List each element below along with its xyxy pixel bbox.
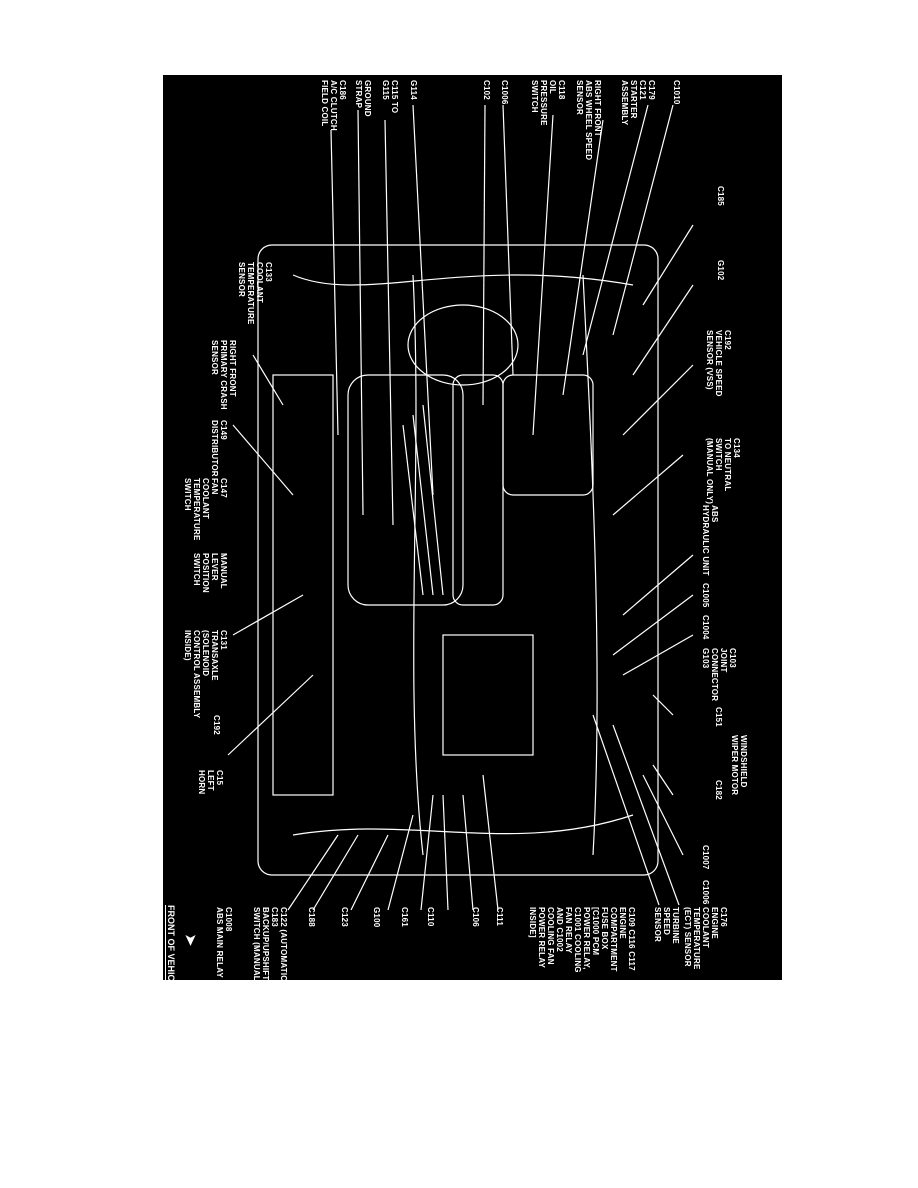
radiator	[272, 374, 334, 796]
label-c192: C192	[212, 715, 221, 735]
label-turbine-speed-sensor: TURBINE SPEED SENSOR	[653, 907, 680, 944]
label-c131-transaxle: C131 TRANSAXLE (SOLENOID CONTROL ASSEMBL…	[183, 630, 228, 719]
label-c161: C161	[400, 907, 409, 927]
label-g114: G114	[409, 80, 418, 100]
label-c1008-abs-main-relay: C1008 ABS MAIN RELAY	[215, 907, 233, 978]
label-c185: C185	[716, 186, 725, 206]
air-cleaner	[407, 304, 519, 386]
label-g100: G100	[372, 907, 381, 928]
label-c149-distributor: C149 DISTRIBUTOR	[210, 420, 228, 477]
label-g102: G102	[716, 260, 725, 281]
front-arrow-icon: ➤	[181, 933, 199, 947]
label-c188: C188	[307, 907, 316, 927]
front-of-vehicle-label: FRONT OF VEHICLE	[166, 905, 176, 993]
label-c106: C106	[471, 907, 480, 927]
label-windshield-wiper-motor: WINDSHIELD WIPER MOTOR	[730, 735, 748, 796]
valve-cover	[452, 374, 504, 606]
label-c186-ac-clutch: C186 A/C CLUTCH FIELD COIL	[320, 80, 347, 131]
label-abs-wheel-speed-sensor: RIGHT FRONT ABS WHEEL SPEED SENSOR	[575, 80, 602, 161]
harness	[292, 274, 634, 856]
leader-lines	[227, 104, 694, 911]
label-fuse-box: C109 C116 C117 ENGINE COMPARTMENT FUSE B…	[528, 907, 636, 973]
label-c179-starter: C179 C121 STARTER ASSEMBLY	[620, 80, 656, 126]
label-c133-coolant-temp-sensor: C133 COOLANT TEMPERATURE SENSOR	[237, 262, 273, 325]
engine-drawing	[227, 104, 694, 911]
label-c110: C110	[426, 907, 435, 927]
label-primary-crash-sensor: RIGHT FRONT PRIMARY CRASH SENSOR	[210, 340, 237, 410]
label-c176-ect-sensor: C176 ENGINE COOLANT TEMPERATURE (ECT) SE…	[683, 907, 728, 970]
label-c1005: C1005	[701, 583, 710, 608]
fuse-box	[442, 634, 534, 756]
label-c115: C115 TO G115	[381, 80, 399, 114]
label-c122-backup-switch: C122 (AUTOMATIC) C183 BACKUP/UPSHIFT SWI…	[252, 907, 288, 985]
label-c102: C102	[482, 80, 491, 100]
label-c15-left-horn: C15 LEFT HORN	[197, 770, 224, 795]
label-c147-fan-switch: C147 FAN COOLANT TEMPERATURE SWITCH	[183, 478, 228, 541]
label-manual-lever-switch: MANUAL LEVER POSITION SWITCH	[192, 553, 228, 593]
label-c123: C123	[340, 907, 349, 927]
label-c134: C134 TO NEUTRAL SWITCH (MANUAL ONLY)	[705, 438, 741, 505]
label-abs-hydraulic-unit: ABS HYDRAULIC UNIT	[701, 505, 719, 576]
engine-compartment-diagram	[163, 75, 782, 980]
label-c192-vss: C192 VEHICLE SPEED SENSOR (VSS)	[705, 330, 732, 397]
label-c1006: C1006	[701, 880, 710, 905]
label-c118-oil-pressure: C118 OIL PRESSURE SWITCH	[530, 80, 566, 126]
label-c1010: C1010	[672, 80, 681, 105]
label-c1007: C1007	[701, 845, 710, 870]
label-c151: C151	[714, 707, 723, 727]
label-c182: C182	[714, 780, 723, 800]
label-c1004: C1004	[701, 615, 710, 640]
label-ground-strap: GROUND STRAP	[354, 80, 372, 117]
engine-block	[347, 374, 464, 606]
transaxle	[502, 374, 594, 496]
vehicle-outline	[257, 244, 659, 876]
label-c111: C111	[495, 907, 504, 927]
label-c1006-top: C1006	[500, 80, 509, 105]
label-c103-joint-connector: C103 JOINT CONNECTOR G103	[701, 648, 737, 702]
engine-detail	[402, 404, 444, 596]
